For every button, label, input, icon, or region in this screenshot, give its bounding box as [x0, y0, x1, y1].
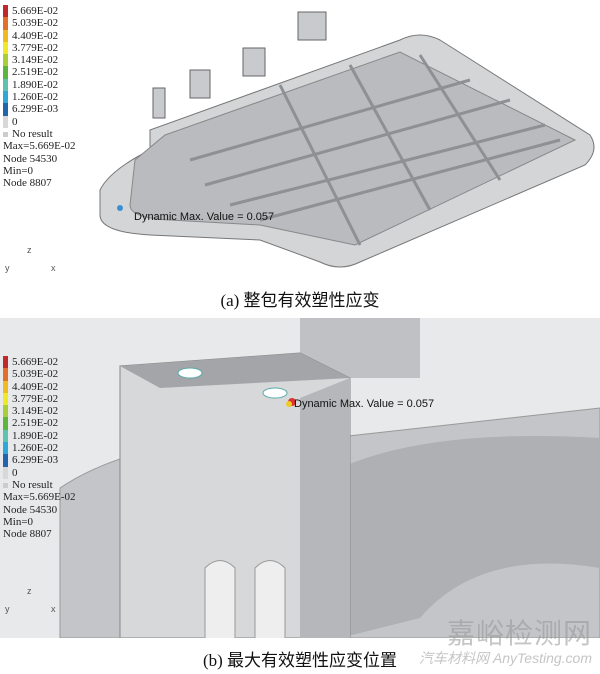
watermark-url: AnyTesting.com — [492, 650, 592, 666]
legend-swatch — [3, 429, 8, 443]
legend-value: 3.779E-02 — [12, 392, 59, 405]
legend-value: 0 — [12, 466, 18, 479]
legend-swatch — [3, 66, 8, 79]
legend-swatch — [3, 417, 8, 430]
legend-entry: 1.260E-02 — [3, 442, 76, 455]
legend-value: 5.669E-02 — [12, 5, 59, 17]
axis-x-label: x — [51, 604, 56, 614]
legend-entry: 3.149E-02 — [3, 54, 76, 67]
legend-entry: 2.519E-02 — [3, 66, 76, 79]
axis-x-label: x — [51, 263, 56, 273]
legend-entry: 4.409E-02 — [3, 29, 76, 42]
legend-entry: 0 — [3, 115, 76, 128]
legend-value: 5.039E-02 — [12, 368, 59, 381]
legend-swatch — [3, 54, 8, 67]
no-result-swatch — [3, 131, 8, 137]
legend-swatch — [3, 103, 8, 116]
legend-swatch — [3, 368, 8, 381]
legend-entry: 6.299E-03 — [3, 103, 76, 116]
detail-model-image — [0, 318, 600, 638]
dynamic-max-value-label: Dynamic Max. Value = 0.057 — [134, 211, 275, 223]
legend-entry: 5.039E-02 — [3, 17, 76, 30]
legend-entry: 0 — [3, 466, 76, 479]
axis-y-label: y — [5, 263, 10, 273]
legend-swatch — [3, 380, 8, 393]
legend-value: 0 — [12, 115, 18, 128]
axis-z-label: z — [27, 586, 32, 596]
legend-value: 3.779E-02 — [12, 41, 59, 54]
legend-swatch — [3, 91, 8, 104]
legend-min: Min=0 — [3, 164, 34, 177]
legend-value: 4.409E-02 — [12, 380, 59, 393]
legend-no-result: No result — [3, 479, 76, 491]
caption-a: (a) 整包有效塑性应变 — [220, 291, 380, 310]
legend-entry: 6.299E-03 — [3, 454, 76, 467]
legend-value: 2.519E-02 — [12, 66, 59, 79]
legend-swatch — [3, 29, 8, 42]
legend-value: 2.519E-02 — [12, 417, 59, 430]
watermark-text: 嘉峪检测网 — [446, 617, 592, 650]
figure-panel-a: Dynamic Max. Value = 0.057 z y x — [0, 0, 600, 282]
legend-value: 1.890E-02 — [12, 429, 59, 442]
dynamic-max-value-label: Dynamic Max. Value = 0.057 — [294, 398, 435, 410]
legend-entry: 4.409E-02 — [3, 380, 76, 393]
legend-swatch — [3, 454, 8, 467]
legend-entry: 3.779E-02 — [3, 41, 76, 55]
legend-value: 1.260E-02 — [12, 91, 59, 104]
legend-swatch — [3, 41, 8, 55]
legend-value: 5.039E-02 — [12, 17, 59, 30]
legend-value: 6.299E-03 — [12, 454, 59, 467]
no-result-label: No result — [12, 478, 53, 491]
legend-entry: 2.519E-02 — [3, 417, 76, 430]
legend-swatch — [3, 392, 8, 406]
legend-entry: 1.890E-02 — [3, 78, 76, 92]
battery-pack-model-image — [99, 11, 595, 268]
legend-entry: 3.149E-02 — [3, 405, 76, 418]
legend-value: 4.409E-02 — [12, 29, 59, 42]
legend-swatch — [3, 442, 8, 455]
legend-entry: 1.890E-02 — [3, 429, 76, 443]
legend-max-node: Node 54530 — [3, 503, 58, 516]
watermark-text-cn: 汽车材料网 — [419, 650, 490, 666]
legend-swatch — [3, 356, 8, 369]
legend-value: 3.149E-02 — [12, 54, 59, 67]
legend-min: Min=0 — [3, 515, 34, 528]
axis-y-label: y — [5, 604, 10, 614]
legend-swatch — [3, 405, 8, 418]
legend-min-node: Node 8807 — [3, 528, 52, 541]
legend-swatch — [3, 466, 8, 479]
legend-min-node: Node 8807 — [3, 177, 52, 190]
legend-entry: 5.039E-02 — [3, 368, 76, 381]
legend-no-result: No result — [3, 128, 76, 140]
caption-b: (b) 最大有效塑性应变位置 — [202, 651, 398, 670]
watermark: 嘉峪检测网 汽车材料网 AnyTesting.com — [419, 612, 592, 668]
legend-max: Max=5.669E-02 — [3, 140, 76, 153]
legend-swatch — [3, 115, 8, 128]
legend-value: 1.260E-02 — [12, 442, 59, 455]
no-result-swatch — [3, 482, 8, 488]
legend-swatch — [3, 17, 8, 30]
legend-entry: 3.779E-02 — [3, 392, 76, 406]
legend-entry: 1.260E-02 — [3, 91, 76, 104]
legend-max: Max=5.669E-02 — [3, 491, 76, 504]
legend-swatch — [3, 5, 8, 18]
legend-entry: 5.669E-02 — [3, 356, 76, 369]
legend-value: 1.890E-02 — [12, 78, 59, 91]
axis-z-label: z — [27, 245, 32, 255]
legend-max-node: Node 54530 — [3, 152, 58, 165]
legend-value: 6.299E-03 — [12, 103, 59, 116]
legend-value: 5.669E-02 — [12, 356, 59, 368]
figure-panel-b: Dynamic Max. Value = 0.057 z y x — [0, 318, 600, 638]
legend-value: 3.149E-02 — [12, 405, 59, 418]
legend-swatch — [3, 78, 8, 92]
legend-entry: 5.669E-02 — [3, 5, 76, 18]
no-result-label: No result — [12, 127, 53, 140]
